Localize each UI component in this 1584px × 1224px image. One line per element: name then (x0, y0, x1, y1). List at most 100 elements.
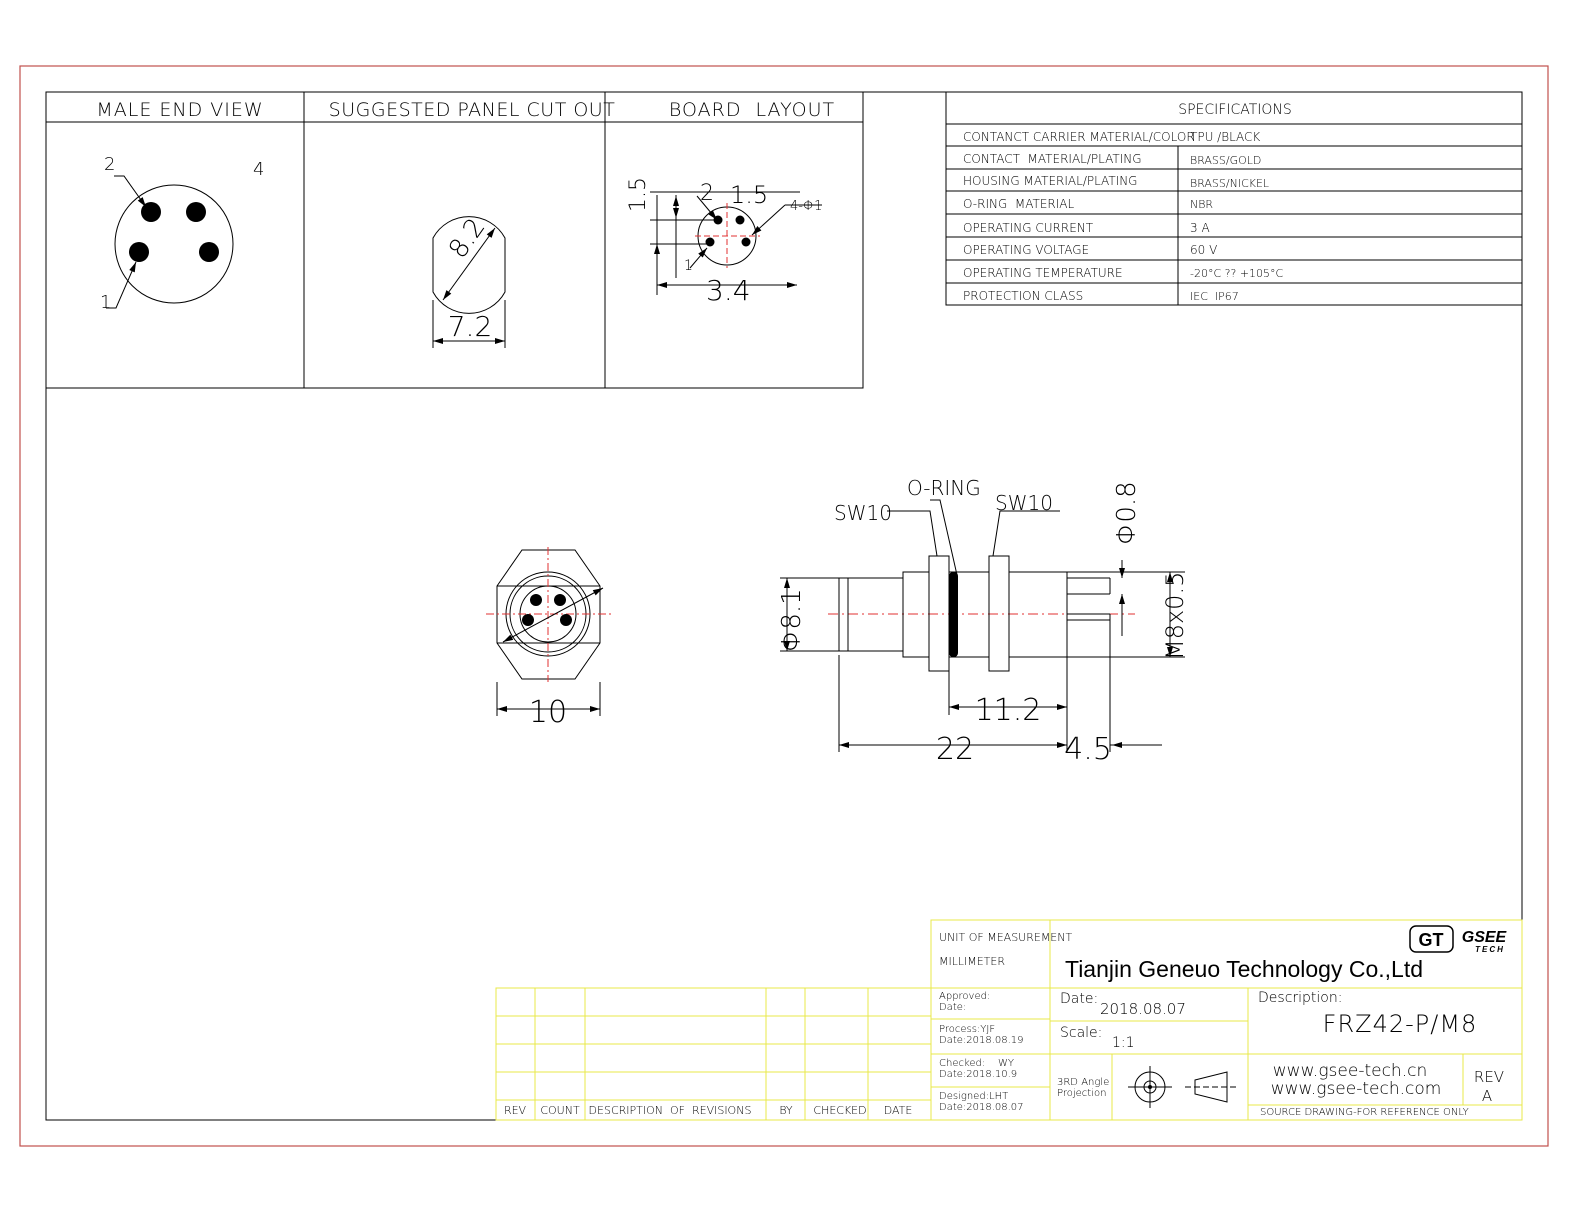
board-hole-1 (713, 215, 723, 225)
length-4-5-dim: 4.5 (1064, 732, 1112, 767)
board-hole-spec: 4-Φ1 (790, 199, 822, 214)
process-date: Date:2018.08.19 (939, 1035, 1024, 1046)
process-label: Process:YJF (939, 1024, 995, 1035)
by-header: BY (779, 1104, 793, 1117)
projection-center-dot (1148, 1085, 1152, 1089)
approved-label: Approved: (939, 991, 990, 1002)
date-label: Date: (1060, 991, 1098, 1007)
title-block-grid (930, 919, 1523, 1121)
part-number: FRZ42-P/M8 (1323, 1010, 1478, 1038)
thread-spec-dim: M8x0.5 (1161, 572, 1189, 660)
company-name: Tianjin Geneuo Technology Co.,Ltd (1065, 956, 1423, 982)
logo-tech: TECH (1475, 945, 1505, 954)
rev-header: REV (504, 1104, 527, 1117)
length-22-dim: 22 (936, 732, 974, 767)
panel-cutout-shape (432, 216, 506, 348)
scale-value: 1:1 (1112, 1035, 1135, 1051)
front-pin (554, 594, 566, 606)
spec-title: SPECIFICATIONS (1178, 102, 1292, 118)
front-pin (560, 614, 572, 626)
checked-date: Date:2018.10.9 (939, 1069, 1017, 1080)
male-end-view-title: MALE END VIEW (96, 99, 263, 121)
spec-value: IEC IP67 (1190, 290, 1239, 303)
front-pin (530, 594, 542, 606)
projection-line-2: Projection (1057, 1088, 1106, 1099)
gsee-logo: GT GSEE TECH (1409, 925, 1508, 954)
sw10-right-label: SW10 (995, 491, 1053, 515)
spec-value: 60 V (1190, 243, 1217, 257)
pin-label-2: 2 (104, 154, 115, 175)
pin-3 (199, 242, 219, 262)
spec-value: NBR (1190, 198, 1213, 211)
board-pin-1: 1 (684, 258, 693, 274)
board-pin-2: 2 (700, 181, 714, 206)
revision-headers: REV COUNT DESCRIPTION OF REVISIONS BY CH… (504, 1104, 912, 1117)
spec-label: O-RING MATERIAL (963, 197, 1075, 211)
spec-value: BRASS/GOLD (1190, 154, 1261, 167)
source-note: SOURCE DRAWING-FOR REFERENCE ONLY (1260, 1107, 1469, 1118)
unit-label: UNIT OF MEASUREMENT (939, 931, 1072, 944)
checked-label: Checked: WY (939, 1058, 1014, 1069)
board-dim-1-5-b: 1.5 (730, 181, 768, 209)
board-dim-1-5-a: 1.5 (626, 177, 651, 212)
pin-4 (186, 202, 206, 222)
description-header: DESCRIPTION OF REVISIONS (589, 1104, 752, 1117)
description-label: Description: (1258, 990, 1342, 1006)
website-cn: www.gsee-tech.cn (1273, 1061, 1427, 1081)
checked-header: CHECKED (813, 1104, 866, 1117)
length-11-2-dim: 11.2 (975, 693, 1042, 728)
panel-dim-width: 7.2 (448, 310, 493, 343)
logo-gsee: GSEE (1462, 929, 1508, 946)
spec-value: 3 A (1190, 221, 1210, 235)
pin-label-1: 1 (100, 292, 111, 313)
hex-front-view (486, 547, 612, 716)
date-header: DATE (884, 1104, 913, 1117)
pin-diameter-dim: Φ0.8 (1112, 481, 1142, 545)
hex-width-dim: 10 (529, 695, 567, 730)
board-layout-drawing (650, 191, 822, 295)
spec-rows: CONTANCT CARRIER MATERIAL/COLOR TPU /BLA… (963, 130, 1284, 303)
approval-cells: Approved: Date: Process:YJF Date:2018.08… (939, 991, 1024, 1113)
designed-date: Date:2018.08.07 (939, 1102, 1024, 1113)
spec-label: OPERATING TEMPERATURE (963, 266, 1123, 280)
rev-value: A (1482, 1087, 1492, 1105)
spec-label: OPERATING CURRENT (963, 221, 1094, 235)
spec-label: OPERATING VOLTAGE (963, 243, 1089, 257)
unit-value: MILLIMETER (939, 955, 1005, 968)
spec-value: -20°C ?? +105°C (1190, 267, 1284, 280)
scale-label: Scale: (1060, 1025, 1102, 1041)
rev-label: REV (1474, 1068, 1504, 1086)
spec-label: CONTANCT CARRIER MATERIAL/COLOR (963, 130, 1195, 144)
male-end-face (106, 175, 234, 309)
revision-table (495, 987, 932, 1121)
board-layout-title: BOARD LAYOUT (669, 99, 835, 121)
approved-date: Date: (939, 1002, 966, 1013)
board-hole-3 (705, 237, 715, 247)
spec-value: BRASS/NICKEL (1190, 177, 1269, 190)
board-hole-2 (735, 215, 745, 225)
o-ring (949, 572, 958, 657)
thread-diameter-dim: Φ8.1 (777, 588, 807, 652)
designed-label: Designed:LHT (939, 1091, 1008, 1102)
connector-side-view (780, 499, 1185, 752)
count-header: COUNT (540, 1104, 580, 1117)
third-angle-projection-icon (1128, 1066, 1236, 1108)
views-panel (45, 91, 864, 389)
spec-label: HOUSING MATERIAL/PLATING (963, 174, 1137, 188)
panel-cut-out-title: SUGGESTED PANEL CUT OUT (329, 99, 616, 121)
logo-gt: GT (1419, 930, 1444, 950)
front-pin (522, 614, 534, 626)
date-value: 2018.08.07 (1100, 1000, 1186, 1018)
pin-label-4: 4 (253, 159, 264, 180)
spec-label: CONTACT MATERIAL/PLATING (963, 152, 1142, 166)
website-com: www.gsee-tech.com (1271, 1079, 1442, 1099)
board-hole-4 (741, 237, 751, 247)
sw10-left-label: SW10 (834, 501, 892, 525)
spec-value: TPU /BLACK (1190, 130, 1260, 144)
pin-1 (129, 242, 149, 262)
spec-table (945, 91, 1523, 306)
projection-line-1: 3RD Angle (1057, 1077, 1109, 1088)
outer-border (19, 65, 1549, 1147)
spec-label: PROTECTION CLASS (963, 289, 1083, 303)
